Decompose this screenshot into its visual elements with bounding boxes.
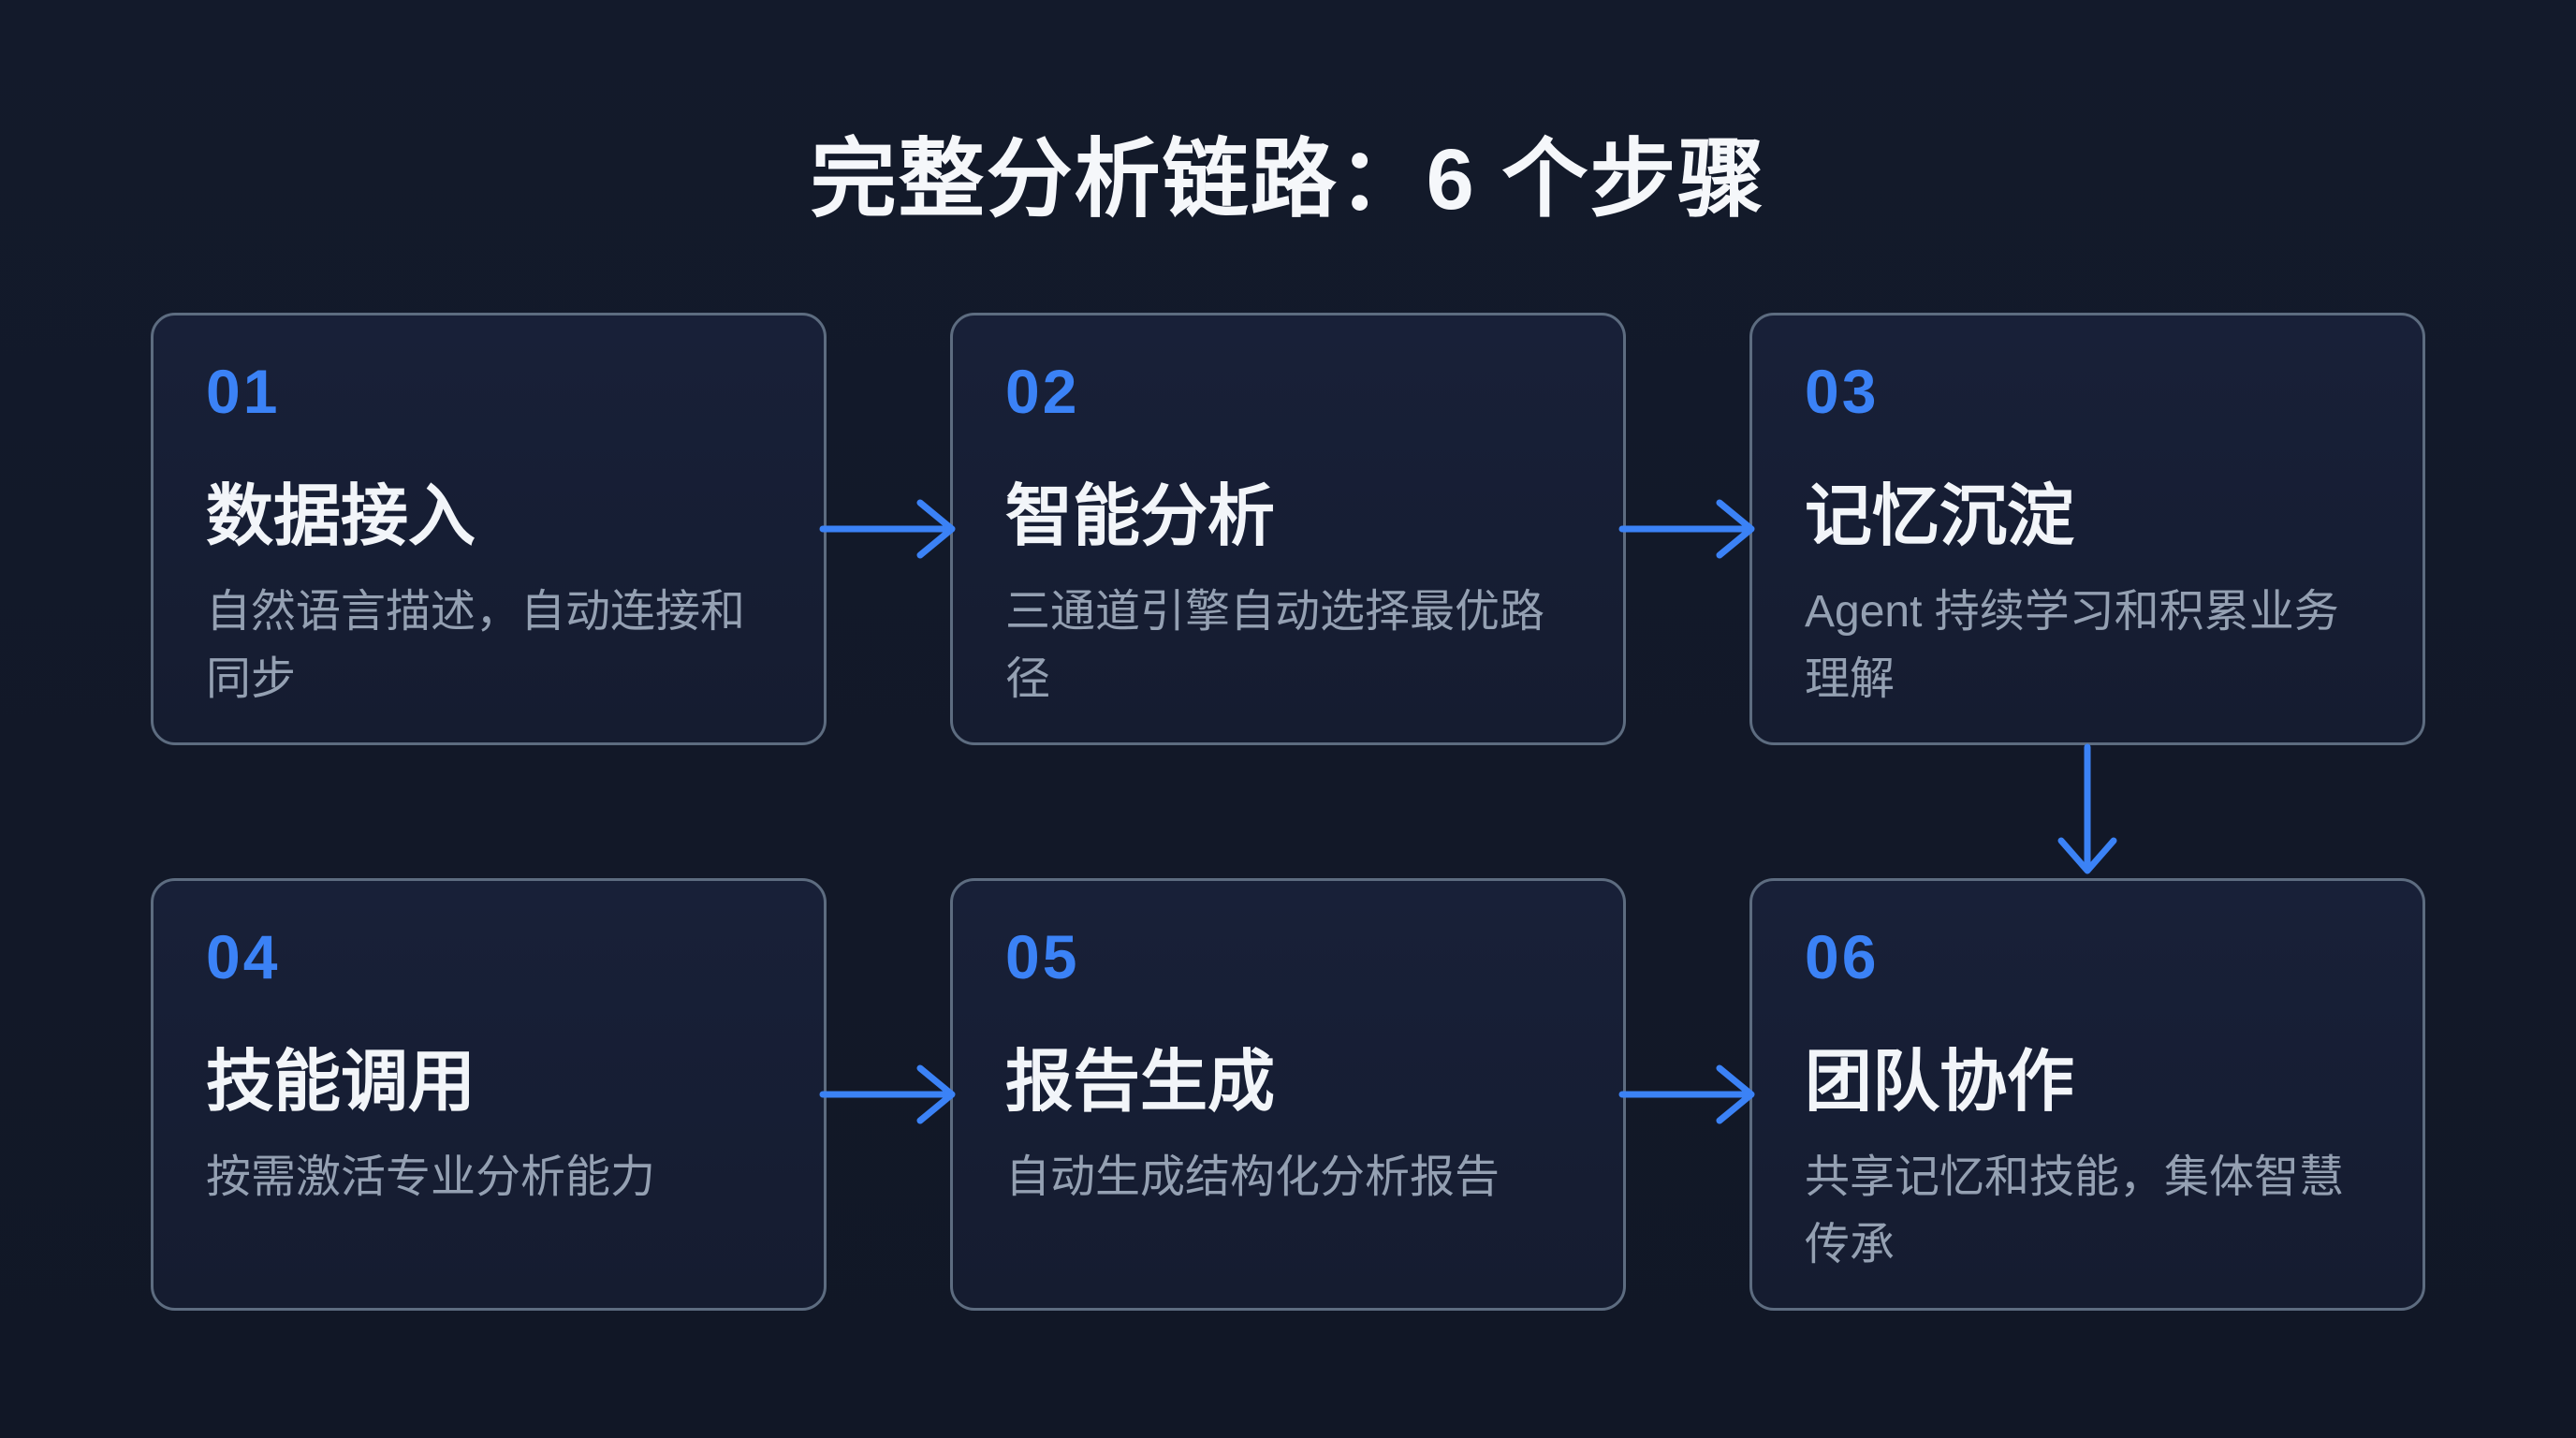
step-description: 自然语言描述，自动连接和同步: [206, 587, 746, 705]
arrow-right-icon: [817, 1057, 967, 1132]
step-number: 01: [206, 357, 281, 426]
step-title: 技能调用: [206, 1045, 476, 1120]
step-card-6: 06 团队协作 共享记忆和技能，集体智慧传承: [1749, 878, 2425, 1311]
step-number: 05: [1005, 922, 1080, 991]
step-title: 记忆沉淀: [1805, 479, 2075, 554]
step-description: Agent 持续学习和积累业务理解: [1805, 587, 2339, 705]
step-description: 三通道引擎自动选择最优路径: [1005, 587, 1545, 705]
step-description: 自动生成结构化分析报告: [1005, 1152, 1500, 1203]
step-card-5: 05 报告生成 自动生成结构化分析报告: [950, 878, 1626, 1311]
step-description: 按需激活专业分析能力: [206, 1152, 656, 1203]
step-title: 智能分析: [1005, 479, 1276, 554]
steps-grid: 01 数据接入 自然语言描述，自动连接和同步 02 智能分析 三通道引擎自动选择…: [151, 313, 2425, 1312]
step-card-4: 04 技能调用 按需激活专业分析能力: [151, 878, 827, 1311]
arrow-right-icon: [1617, 492, 1766, 566]
step-card-1: 01 数据接入 自然语言描述，自动连接和同步: [151, 313, 827, 745]
step-number: 04: [206, 922, 281, 991]
step-title: 报告生成: [1005, 1045, 1276, 1120]
page-title: 完整分析链路：6 个步骤: [810, 132, 1766, 227]
step-card-3: 03 记忆沉淀 Agent 持续学习和积累业务理解: [1749, 313, 2425, 745]
step-description: 共享记忆和技能，集体智慧传承: [1805, 1152, 2345, 1270]
step-title: 数据接入: [206, 479, 476, 554]
step-number: 02: [1005, 357, 1080, 426]
step-title: 团队协作: [1805, 1045, 2075, 1120]
arrow-right-icon: [1617, 1057, 1766, 1132]
arrow-right-icon: [817, 492, 967, 566]
arrow-down-icon: [2050, 743, 2125, 882]
step-card-2: 02 智能分析 三通道引擎自动选择最优路径: [950, 313, 1626, 745]
step-number: 03: [1805, 357, 1880, 426]
step-number: 06: [1805, 922, 1880, 991]
